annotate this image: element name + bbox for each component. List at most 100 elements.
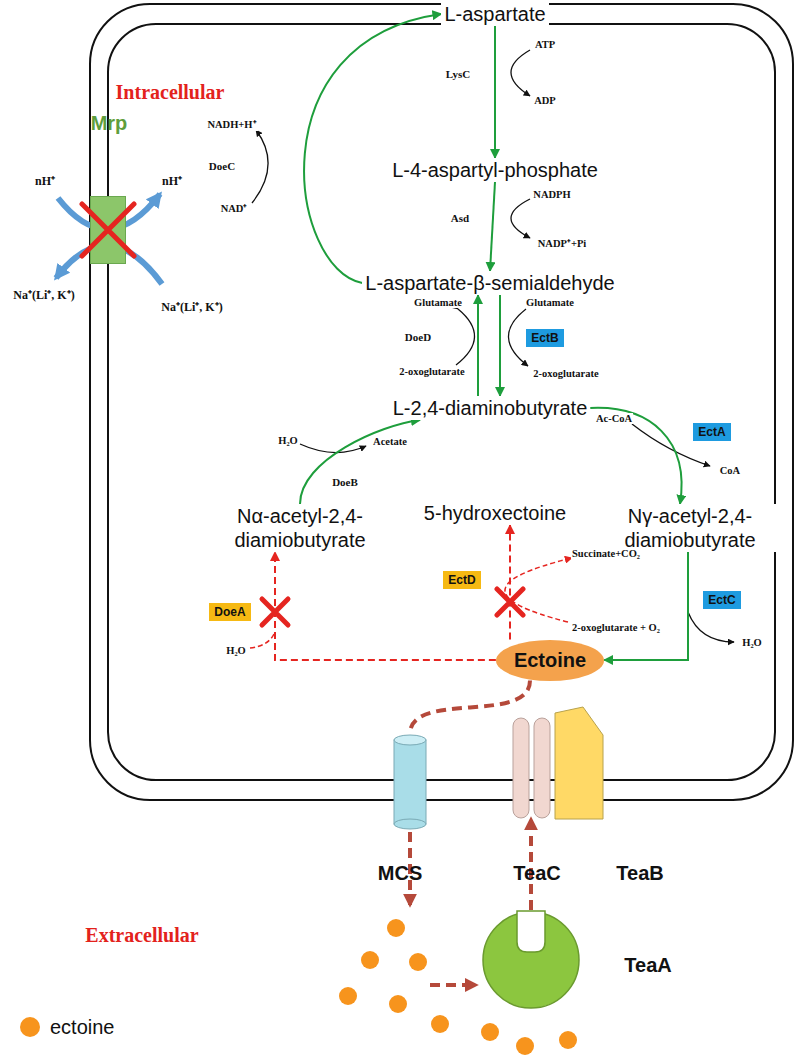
drawing-part	[559, 1031, 577, 1049]
metabolite: L-aspartate	[441, 2, 548, 26]
cofactor-label: NADPH	[532, 189, 571, 200]
reaction-arrow	[590, 408, 681, 504]
drawing-part	[517, 911, 545, 952]
extracellular-ectoine	[339, 832, 577, 1055]
region-label: Extracellular	[84, 924, 199, 947]
side-reaction-arrows	[250, 558, 572, 648]
cofactor-label: H₂O	[741, 637, 762, 648]
metabolite: Nα-acetyl-2,4-diamiobutyrate	[205, 504, 395, 552]
cofactor-label: 2-oxoglutarate	[398, 366, 465, 377]
reaction-arrow	[494, 26, 496, 158]
drawing-part	[394, 735, 426, 745]
drawing-part	[516, 1037, 534, 1055]
cofactor-label: H₂O	[225, 645, 246, 656]
cofactor-label: ADP	[533, 95, 557, 106]
node-text: 5-hydroxectoine	[424, 501, 566, 525]
enzyme-box: EctA	[693, 423, 730, 441]
node-text: DoeA	[214, 605, 245, 619]
node-text: EctB	[531, 331, 558, 345]
legend-swatch	[20, 1017, 40, 1037]
enzyme-box: EctD	[443, 571, 480, 589]
reaction-arrow	[304, 14, 441, 283]
reaction-arrow	[275, 552, 496, 660]
drawing-part	[688, 612, 734, 642]
shape-outline	[481, 910, 581, 1010]
cofactor-label: NAD⁺	[220, 201, 249, 215]
metabolite: L-4-aspartyl-phosphate	[389, 158, 601, 182]
node-text: L-aspartate	[444, 2, 545, 26]
node-text: EctC	[708, 593, 735, 607]
metabolite: Nγ-acetyl-2,4-diamiobutyrate	[600, 504, 780, 552]
cofactor-label: 2-oxoglutarate + O₂	[571, 622, 661, 633]
drawing-part	[361, 951, 379, 969]
cofactor-label: Glutamate	[413, 297, 463, 308]
cofactor-label: 2-oxoglutarate	[532, 368, 599, 379]
metabolite: L-2,4-diaminobutyrate	[390, 396, 591, 420]
metabolite: L-aspartate-β-semialdehyde	[362, 271, 617, 295]
binding-protein-symbol: TeaA	[481, 910, 581, 1010]
reaction-arrow	[490, 182, 495, 271]
enzyme-label: DoeD	[404, 331, 432, 343]
enzyme-box: EctB	[526, 329, 563, 347]
enzyme-label: Asd	[450, 212, 470, 224]
ion-label: nH⁺	[34, 172, 56, 189]
drawing-part	[409, 953, 427, 971]
enzyme-label: DoeC	[208, 160, 236, 172]
drawing-part	[387, 919, 405, 937]
cofactor-label: ATP	[534, 39, 556, 50]
cofactor-label: Glutamate	[525, 297, 575, 308]
drawing-part	[300, 444, 366, 453]
region-label: Intracellular	[115, 81, 226, 104]
shape-label: Mrp	[91, 112, 128, 135]
shape-outline	[393, 734, 427, 830]
transporter-symbol: TeaC	[512, 717, 552, 819]
drawing-part	[394, 819, 426, 829]
node-text: EctD	[448, 573, 475, 587]
transporter-symbol: TeaB	[553, 705, 605, 821]
shape-label: MCS	[378, 862, 422, 885]
drawing-part	[430, 983, 476, 987]
node-text: Ectoine	[514, 649, 586, 672]
drawing-part	[511, 50, 530, 96]
shape-outline	[553, 705, 605, 821]
reaction-arrow	[300, 420, 420, 504]
reaction-arrow	[499, 295, 501, 396]
antiport-arrows	[56, 194, 162, 284]
node-text: Nγ-acetyl-2,4-diamiobutyrate	[603, 504, 777, 552]
node-text: EctA	[698, 425, 725, 439]
drawing-part	[339, 987, 357, 1005]
ion-label: nH⁺	[161, 172, 183, 189]
reaction-arrow	[477, 295, 479, 396]
cell-inner-membrane	[108, 24, 775, 780]
drawing-part	[431, 1015, 449, 1033]
cofactor-label: Acetate	[372, 436, 408, 447]
drawing-part	[394, 740, 426, 824]
metabolite: 5-hydroxectoine	[421, 501, 569, 525]
legend-text: ectoine	[50, 1016, 115, 1039]
antiporter-box: Mrp	[90, 196, 126, 264]
shape-outline	[512, 717, 552, 819]
node-text: Nα-acetyl-2,4-diamiobutyrate	[208, 504, 392, 552]
drawing-part	[389, 995, 407, 1013]
cofactor-arrows	[252, 50, 734, 642]
cofactor-label: H₂O	[277, 435, 298, 446]
cofactor-label: Succinate+CO₂	[571, 548, 641, 559]
enzyme-box: EctC	[703, 591, 740, 609]
enzyme-box: DoeA	[209, 603, 250, 621]
drawing-part	[250, 634, 274, 648]
cofactor-label: Ac-CoA	[595, 413, 633, 424]
node-text: L-aspartate-β-semialdehyde	[365, 271, 614, 295]
node-text: L-4-aspartyl-phosphate	[392, 158, 598, 182]
cofactor-label: CoA	[719, 465, 741, 476]
drawing-part	[534, 718, 550, 818]
ion-label: Na⁺(Li⁺, K⁺)	[12, 286, 75, 303]
cell-outer-membrane	[90, 4, 793, 800]
shape-label: TeaB	[616, 862, 663, 885]
reaction-arrow	[604, 552, 688, 660]
ion-label: Na⁺(Li⁺, K⁺)	[160, 298, 223, 315]
enzyme-label: DoeB	[331, 476, 359, 488]
drawing-part	[497, 589, 523, 615]
ectoine-ellipse: Ectoine	[496, 640, 604, 681]
channel-symbol: MCS	[393, 734, 427, 830]
